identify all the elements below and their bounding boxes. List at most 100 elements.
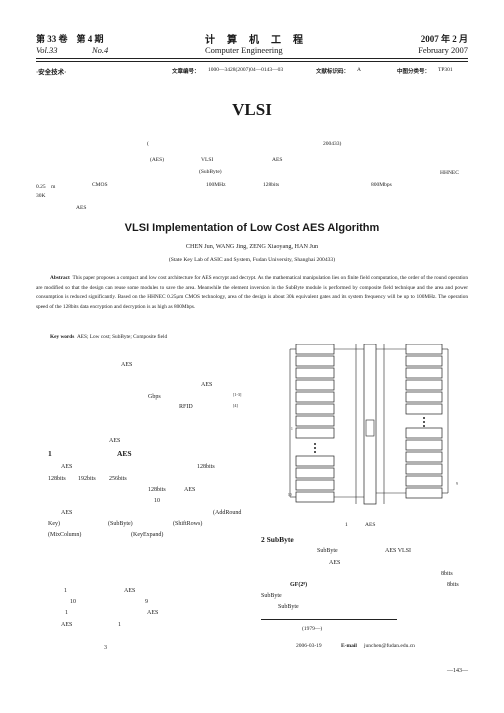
section-1-number: 1 bbox=[48, 449, 52, 458]
en-affiliation: (State Key Lab of ASIC and System, Fudan… bbox=[168, 257, 336, 263]
cn-abstract-bits: 128bits bbox=[263, 182, 280, 188]
s1-subbyte: (SubByte) bbox=[108, 521, 133, 527]
received-date: 2006-03-19 bbox=[296, 643, 322, 649]
central-mux bbox=[365, 419, 375, 437]
en-authors: CHEN Jun, WANG Jing, ZENG Xiaoyang, HAN … bbox=[185, 243, 319, 250]
s2-subbyte: SubByte bbox=[317, 548, 338, 554]
en-abstract-label: Abstract bbox=[50, 275, 70, 281]
footnote-mark: 3 bbox=[104, 645, 107, 651]
s1-shiftrows: (ShiftRows) bbox=[173, 521, 203, 527]
s1-rounds-10: 10 bbox=[154, 498, 160, 504]
en-keywords-text: AES; Low cost; SubByte; Composite field bbox=[76, 334, 168, 340]
en-title: VLSI Implementation of Low Cost AES Algo… bbox=[124, 222, 380, 234]
s2-8bits: 8bits bbox=[441, 571, 453, 577]
s1-128bits: 128bits bbox=[197, 464, 215, 470]
s1-bits-c: 256bits bbox=[109, 476, 127, 482]
figure-1-diagram bbox=[289, 344, 449, 505]
left-ellipsis-dots bbox=[314, 443, 316, 453]
header-rule bbox=[36, 58, 468, 60]
journal-title-cn: 计 算 机 工 程 bbox=[205, 35, 304, 46]
p4-aes: AES bbox=[124, 588, 136, 594]
figure-label-1: 1 bbox=[291, 427, 293, 431]
en-keywords: Key words AES; Low cost; SubByte; Compos… bbox=[50, 334, 167, 340]
section-label: ·安全技术· bbox=[36, 69, 67, 76]
class-label: 中图分类号： bbox=[397, 69, 431, 75]
body-gbps: Gbps bbox=[148, 394, 161, 400]
cn-abstract-speed: 800Mbps bbox=[371, 182, 392, 188]
figure-label-9: 9 bbox=[456, 482, 458, 486]
body-aes-3: AES bbox=[109, 438, 121, 444]
cn-abstract-subbyte: (SubByte) bbox=[199, 169, 222, 175]
cn-abstract-aes2: AES bbox=[272, 157, 283, 163]
section-1-title: AES bbox=[117, 449, 132, 458]
en-abstract-text: This paper proposes a compact and low co… bbox=[36, 275, 468, 310]
journal-title-en: Computer Engineering bbox=[205, 45, 283, 55]
section-2-title: 2 SubByte bbox=[261, 535, 294, 544]
p4-1: 1 bbox=[64, 588, 67, 594]
author-bio-year: (1979—) bbox=[302, 626, 323, 632]
s1-mixcolumn: (MixColumn) bbox=[48, 532, 82, 538]
s1-addround: (AddRound bbox=[213, 510, 242, 516]
body-ref-4: [4] bbox=[233, 403, 238, 408]
s2-gf: GF(2⁸) bbox=[290, 582, 308, 588]
s1-key: Key) bbox=[48, 521, 60, 527]
article-number-label: 文章编号： bbox=[172, 69, 200, 75]
date-cn: 2007 年 2 月 bbox=[420, 34, 468, 44]
cn-abstract-30k: 30K bbox=[36, 193, 46, 199]
s1-aes-3: AES bbox=[61, 510, 73, 516]
right-ellipsis-dots bbox=[423, 417, 425, 427]
header-rule-thin bbox=[36, 61, 468, 62]
cn-abstract-vlsi: VLSI bbox=[201, 157, 214, 163]
left-register-stack bbox=[295, 344, 335, 503]
s1-aes: AES bbox=[61, 464, 73, 470]
cn-title: VLSI bbox=[232, 100, 272, 119]
body-aes-1: AES bbox=[121, 362, 133, 368]
p4-1b: 1 bbox=[65, 610, 68, 616]
cn-affiliation-open: ( bbox=[147, 141, 149, 147]
p4-aes-3: AES bbox=[61, 622, 73, 628]
s2-8bits-2: 8bits bbox=[447, 582, 459, 588]
cn-abstract-cmos: CMOS bbox=[92, 182, 108, 188]
volume-en: Vol.33 bbox=[36, 45, 58, 55]
s1-bits-b: 192bits bbox=[78, 476, 96, 482]
p4-aes-2: AES bbox=[147, 610, 159, 616]
article-number: 1000—3428(2007)04—0143—03 bbox=[208, 67, 284, 73]
s1-keyexpand: (KeyExpand) bbox=[131, 532, 164, 538]
email-label: E-mail bbox=[341, 643, 357, 649]
cn-keyword-aes: AES bbox=[76, 205, 87, 211]
figure-caption-number: 1 bbox=[345, 522, 348, 528]
doc-code: A bbox=[357, 67, 361, 73]
body-rfid: RFID bbox=[179, 404, 193, 410]
figure-label-10: 10 bbox=[288, 493, 292, 497]
cn-abstract-hhnec: HHNEC bbox=[440, 170, 459, 176]
connection-lines bbox=[289, 344, 449, 504]
s2-aes-vlsi: AES VLSI bbox=[385, 548, 412, 554]
doc-code-label: 文献标识码： bbox=[316, 69, 350, 75]
page-number: —143— bbox=[447, 668, 468, 674]
s1-bits-a: 128bits bbox=[48, 476, 66, 482]
en-abstract: Abstract This paper proposes a compact a… bbox=[36, 274, 468, 312]
p4-10: 10 bbox=[70, 599, 76, 605]
volume-cn: 第 33 卷 第 4 期 bbox=[36, 34, 104, 44]
issue-en: No.4 bbox=[92, 45, 109, 55]
en-keywords-label: Key words bbox=[50, 334, 75, 340]
s2-subbyte-3: SubByte bbox=[278, 604, 299, 610]
p4-1c: 1 bbox=[118, 622, 121, 628]
s2-subbyte-2: SubByte bbox=[261, 593, 282, 599]
figure-caption-aes: AES bbox=[365, 522, 376, 528]
cn-abstract-um: 0.25 m bbox=[36, 184, 56, 190]
cn-abstract-freq: 100MHz bbox=[206, 182, 226, 188]
cn-abstract-aes: (AES) bbox=[150, 157, 165, 163]
email-address: junchen@fudan.edu.cn bbox=[364, 643, 415, 649]
cn-affiliation-postcode: 200433) bbox=[323, 141, 342, 147]
right-register-stack bbox=[405, 344, 443, 499]
date-en: February 2007 bbox=[418, 45, 468, 55]
s2-aes: AES bbox=[329, 560, 341, 566]
footnote-rule bbox=[261, 619, 397, 620]
class-number: TP301 bbox=[438, 67, 453, 73]
body-aes-2: AES bbox=[201, 382, 213, 388]
p4-9: 9 bbox=[145, 599, 148, 605]
s1-128bits-2: 128bits bbox=[148, 487, 166, 493]
body-ref-1-3: [1-3] bbox=[233, 392, 242, 397]
s1-aes-2: AES bbox=[184, 487, 196, 493]
